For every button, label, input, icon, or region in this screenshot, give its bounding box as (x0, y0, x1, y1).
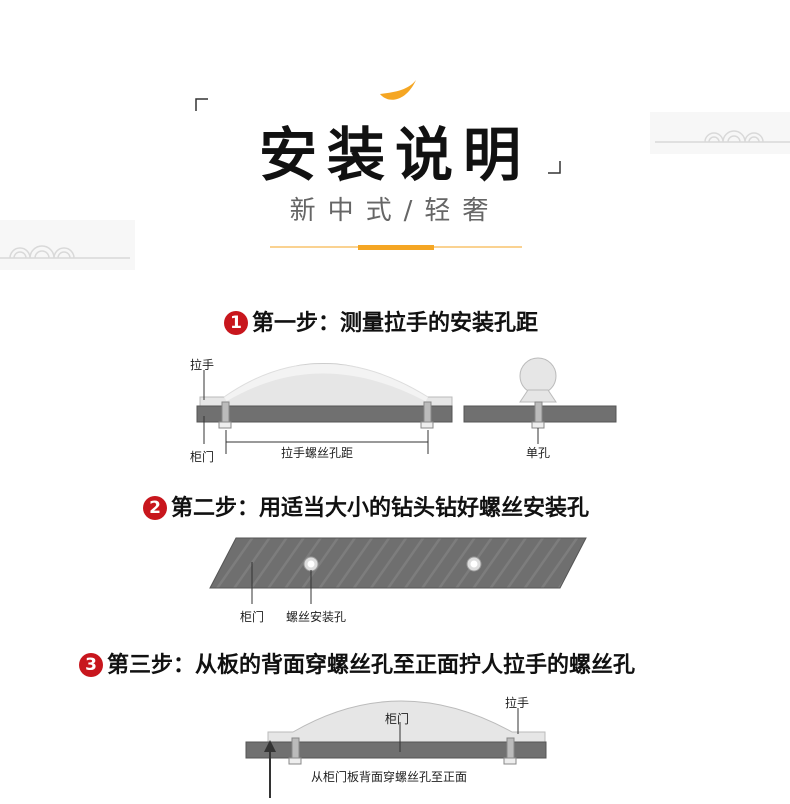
page-subtitle: 新中式/轻奢 (289, 196, 501, 226)
step-3-diagram (245, 700, 547, 798)
step-3-handle-label: 拉手 (505, 696, 530, 710)
title-divider (270, 245, 522, 250)
brush-stroke-icon (380, 80, 416, 100)
step-1-diagram (196, 357, 617, 454)
step-2-screw-hole-label: 螺丝安装孔 (286, 610, 347, 624)
step-1-single-hole-label: 单孔 (526, 446, 551, 460)
page-title: 安装说明 (258, 121, 531, 189)
step-2-diagram (209, 537, 587, 604)
cloud-pattern-left (0, 220, 135, 270)
step-1-hole-distance-label: 拉手螺丝孔距 (278, 444, 357, 461)
step-2-badge: 2 (143, 496, 167, 520)
cloud-pattern-right (650, 112, 790, 154)
step-2-door-label: 柜门 (240, 610, 265, 624)
step-1-text: 第一步：测量拉手的安装孔距 (252, 311, 539, 336)
step-3-door-label: 柜门 (385, 712, 410, 726)
step-2-text: 第二步：用适当大小的钻头钻好螺丝安装孔 (171, 496, 590, 521)
corner-bracket-bottom-right (548, 161, 561, 174)
step-3-badge: 3 (79, 653, 103, 677)
step-1-handle-label: 拉手 (190, 358, 215, 372)
step-3-direction-label: 从柜门板背面穿螺丝孔至正面 (311, 770, 468, 784)
corner-bracket-top-left (195, 98, 208, 111)
step-1-door-label: 柜门 (190, 450, 215, 464)
step-3-text: 第三步：从板的背面穿螺丝孔至正面拧人拉手的螺丝孔 (107, 653, 636, 678)
step-1-badge: 1 (224, 311, 248, 335)
